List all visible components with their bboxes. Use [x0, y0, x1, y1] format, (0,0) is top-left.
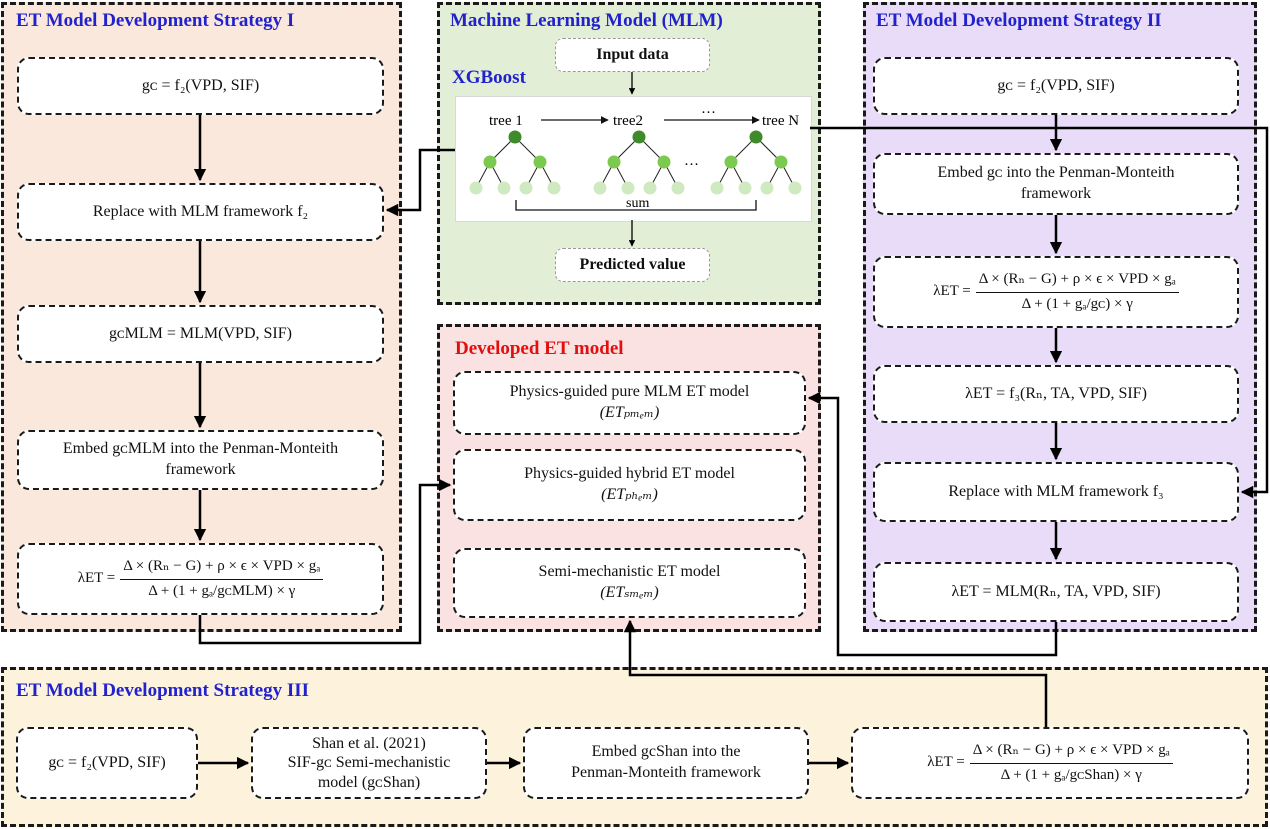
- sum-label: sum: [626, 196, 649, 211]
- top-ellipsis: ···: [701, 105, 716, 121]
- tree-1-branch-node: [533, 155, 547, 169]
- mid-ellipsis: ···: [684, 157, 699, 173]
- s3-shan-line1: Shan et al. (2021): [312, 735, 426, 753]
- s2-replace-mlm-text: Replace with MLM framework f₃: [948, 482, 1164, 500]
- s1-gc-function-text: gᴄ = f₂(VPD, SIF): [141, 76, 260, 94]
- s2-embed-node: Embed gᴄ into the Penman-Monteith framew…: [873, 153, 1239, 215]
- s2-et-equation-node: λET = Δ × (Rₙ − G) + ρ × ϵ × VPD × gₐ Δ …: [873, 256, 1239, 328]
- predicted-value-label: Predicted value: [579, 256, 686, 273]
- developed-title: Developed ET model: [455, 338, 624, 359]
- tree-3-leaf-node: [738, 181, 752, 195]
- s2-gc-function-node: gᴄ = f₂(VPD, SIF): [873, 57, 1239, 115]
- s3-shan-line2: SIF-gᴄ Semi-mechanistic: [287, 754, 451, 772]
- xgboost-label: XGBoost: [452, 67, 526, 88]
- s2-replace-mlm-node: Replace with MLM framework f₃: [873, 462, 1239, 522]
- smem-line2: (ETₛₘₑₘ): [600, 584, 659, 601]
- input-data-box: Input data: [555, 38, 710, 72]
- strategy3-title: ET Model Development Strategy III: [16, 680, 310, 701]
- treeN-label: tree N: [762, 113, 799, 129]
- tree-3-branch-node: [774, 155, 788, 169]
- s2-embed-line2: framework: [1020, 185, 1092, 202]
- s1-gc-function-node: gᴄ = f₂(VPD, SIF): [17, 57, 384, 115]
- s3-embed-line1: Embed gcShan into the: [591, 743, 741, 761]
- s3-shan-model-node: Shan et al. (2021) SIF-gᴄ Semi-mechanist…: [251, 727, 487, 799]
- mlm-title: Machine Learning Model (MLM): [450, 10, 723, 31]
- tree1-label: tree 1: [489, 113, 523, 129]
- s3-eq-lhs: λET =: [927, 754, 965, 771]
- tree-2-leaf-node: [643, 181, 657, 195]
- tree-3-branch-node: [724, 155, 738, 169]
- s3-gc-function-node: gᴄ = f₂(VPD, SIF): [16, 727, 198, 799]
- s2-eq-denominator: Δ + (1 + gₐ/gᴄ) × γ: [1021, 295, 1133, 312]
- tree-3-leaf-node: [788, 181, 802, 195]
- s1-gcmlm-node: gᴄMLM = MLM(VPD, SIF): [17, 305, 384, 363]
- tree-ensemble-svg: tree 1 tree2 tree N ··· ··· sum: [469, 105, 802, 211]
- s2-eq-numerator: Δ × (Rₙ − G) + ρ × ϵ × VPD × gₐ: [975, 270, 1179, 293]
- s1-replace-mlm-node: Replace with MLM framework f₂: [17, 183, 384, 241]
- s1-eq-lhs: λET =: [77, 570, 116, 587]
- tree-1-leaf-node: [519, 181, 533, 195]
- input-data-label: Input data: [596, 46, 669, 63]
- pmem-line2: (ETₚₘₑₘ): [599, 404, 660, 421]
- phem-line2: (ETₚₕₑₘ): [601, 486, 658, 503]
- s1-eq-numerator: Δ × (Rₙ − G) + ρ × ϵ × VPD × gₐ: [120, 557, 324, 580]
- strategy2-title: ET Model Development Strategy II: [876, 10, 1162, 31]
- s2-eq-lhs: λET =: [933, 283, 971, 300]
- s3-embed-line2: Penman-Monteith framework: [571, 764, 761, 781]
- s1-embed-line2: framework: [165, 461, 236, 478]
- tree-1-leaf-node: [497, 181, 511, 195]
- s1-eq-denominator: Δ + (1 + gₐ/gᴄMLM) × γ: [148, 582, 296, 599]
- s2-et-f3-node: λET = f₃(Rₙ, TA, VPD, SIF): [873, 365, 1239, 423]
- s1-replace-mlm-text: Replace with MLM framework f₂: [92, 202, 309, 220]
- s3-shan-line3: model (gᴄShan): [317, 773, 421, 791]
- pmem-line1: Physics-guided pure MLM ET model: [509, 383, 750, 401]
- tree-3-root-node: [749, 130, 763, 144]
- tree-2-branch-node: [607, 155, 621, 169]
- s3-eq-numerator: Δ × (Rₙ − G) + ρ × ϵ × VPD × gₐ: [969, 741, 1173, 764]
- tree-3-leaf-node: [710, 181, 724, 195]
- trees-group: [469, 130, 802, 195]
- xgboost-figure: tree 1 tree2 tree N ··· ··· sum: [455, 96, 812, 222]
- tree-1-branch-node: [483, 155, 497, 169]
- s2-gc-function-text: gᴄ = f₂(VPD, SIF): [997, 76, 1115, 94]
- s2-eq-fraction: Δ × (Rₙ − G) + ρ × ϵ × VPD × gₐ Δ + (1 +…: [975, 270, 1179, 314]
- s2-et-f3-text: λET = f₃(Rₙ, TA, VPD, SIF): [965, 384, 1147, 402]
- s1-eq-fraction: Δ × (Rₙ − G) + ρ × ϵ × VPD × gₐ Δ + (1 +…: [120, 557, 324, 601]
- tree-3-leaf-node: [760, 181, 774, 195]
- tree-2-leaf-node: [671, 181, 685, 195]
- tree-2-leaf-node: [593, 181, 607, 195]
- smem-model-node: Semi-mechanistic ET model (ETₛₘₑₘ): [453, 548, 806, 618]
- s2-embed-line1: Embed gᴄ into the Penman-Monteith: [937, 164, 1175, 182]
- phem-model-node: Physics-guided hybrid ET model (ETₚₕₑₘ): [453, 449, 806, 521]
- tree-2-root-node: [632, 130, 646, 144]
- s2-et-mlm-node: λET = MLM(Rₙ, TA, VPD, SIF): [873, 562, 1239, 622]
- phem-line1: Physics-guided hybrid ET model: [524, 465, 735, 483]
- s3-et-equation-node: λET = Δ × (Rₙ − G) + ρ × ϵ × VPD × gₐ Δ …: [851, 727, 1249, 799]
- s1-embed-node: Embed gᴄMLM into the Penman-Monteith fra…: [17, 430, 384, 490]
- tree-2-branch-node: [657, 155, 671, 169]
- tree-1-leaf-node: [469, 181, 483, 195]
- tree-2-leaf-node: [621, 181, 635, 195]
- tree-1-leaf-node: [547, 181, 561, 195]
- smem-line1: Semi-mechanistic ET model: [538, 563, 721, 581]
- tree-1-root-node: [508, 130, 522, 144]
- s2-et-mlm-text: λET = MLM(Rₙ, TA, VPD, SIF): [951, 582, 1161, 600]
- s3-gc-function-text: gᴄ = f₂(VPD, SIF): [48, 753, 166, 771]
- s3-eq-denominator: Δ + (1 + gₐ/gᴄShan) × γ: [1000, 766, 1142, 783]
- strategy1-title: ET Model Development Strategy I: [16, 10, 295, 31]
- s1-gcmlm-text: gᴄMLM = MLM(VPD, SIF): [109, 324, 292, 342]
- s1-embed-line1: Embed gᴄMLM into the Penman-Monteith: [62, 440, 339, 458]
- s3-embed-node: Embed gcShan into the Penman-Monteith fr…: [523, 727, 809, 799]
- pmem-model-node: Physics-guided pure MLM ET model (ETₚₘₑₘ…: [453, 371, 806, 435]
- predicted-value-box: Predicted value: [555, 248, 710, 282]
- s1-et-equation-node: λET = Δ × (Rₙ − G) + ρ × ϵ × VPD × gₐ Δ …: [17, 543, 384, 615]
- tree2-label: tree2: [613, 113, 643, 129]
- s3-eq-fraction: Δ × (Rₙ − G) + ρ × ϵ × VPD × gₐ Δ + (1 +…: [969, 741, 1173, 785]
